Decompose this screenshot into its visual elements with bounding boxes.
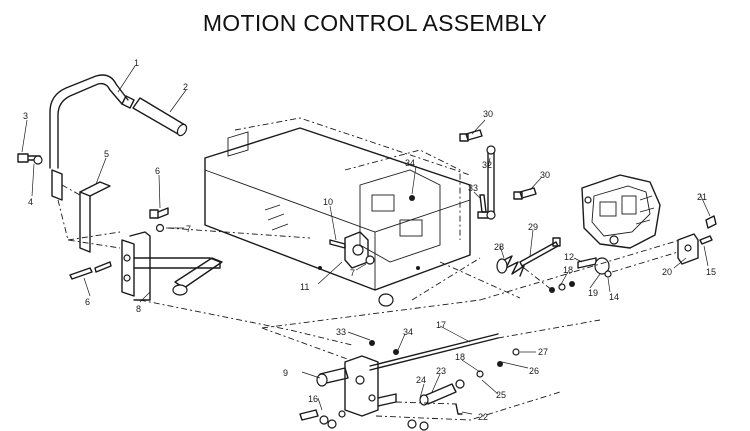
- callout-8: 8: [136, 304, 141, 314]
- callout-7-center: 7: [350, 268, 355, 278]
- callout-28: 28: [494, 242, 504, 252]
- callout-16: 16: [308, 394, 318, 404]
- callout-3: 3: [23, 111, 28, 121]
- callout-26: 26: [529, 366, 539, 376]
- bushing: [378, 293, 394, 307]
- lower-pivot-plate: [316, 355, 397, 417]
- callout-34-upper: 34: [405, 158, 415, 168]
- callout-10: 10: [323, 197, 333, 207]
- callout-18-lower: 18: [455, 352, 465, 362]
- gas-spring: [486, 145, 496, 220]
- callout-25: 25: [496, 390, 506, 400]
- callout-12: 12: [564, 252, 574, 262]
- callout-17: 17: [436, 320, 446, 330]
- bolt: [17, 153, 43, 165]
- callout-30-right: 30: [540, 170, 550, 180]
- nut: [409, 195, 415, 201]
- callout-4: 4: [28, 197, 33, 207]
- callout-21: 21: [697, 192, 707, 202]
- callout-24: 24: [416, 375, 426, 385]
- pivot-plate: [329, 231, 375, 269]
- callout-33-upper: 33: [468, 183, 478, 193]
- turnbuckle: [419, 348, 520, 415]
- nut: [369, 340, 375, 346]
- bolt: [519, 237, 561, 267]
- control-arm: [121, 231, 223, 301]
- handle-grip: [132, 97, 188, 137]
- bolt: [513, 187, 537, 200]
- callout-6-lower: 6: [85, 297, 90, 307]
- callout-33-lower: 33: [336, 327, 346, 337]
- callout-14: 14: [609, 292, 619, 302]
- control-handle: [49, 74, 135, 169]
- callout-11: 11: [300, 282, 309, 292]
- callout-1: 1: [134, 58, 139, 68]
- callout-27: 27: [538, 347, 548, 357]
- callout-29: 29: [528, 222, 538, 232]
- bolt: [459, 129, 483, 142]
- callout-9: 9: [283, 368, 288, 378]
- callout-20: 20: [662, 267, 672, 277]
- callout-19: 19: [588, 288, 598, 298]
- callout-2: 2: [183, 82, 188, 92]
- leader-lines: [21, 65, 711, 415]
- callout-30-upper: 30: [483, 109, 493, 119]
- callout-6-upper: 6: [155, 166, 160, 176]
- nut: [393, 349, 399, 355]
- bolt: [299, 409, 429, 431]
- callout-7-left: 7: [186, 224, 191, 234]
- callout-18-right: 18: [563, 265, 573, 275]
- callout-34-lower: 34: [403, 327, 413, 337]
- callout-32: 32: [482, 160, 492, 170]
- callout-15: 15: [706, 267, 716, 277]
- callout-22: 22: [478, 412, 488, 422]
- mounting-bracket: [677, 215, 717, 265]
- callout-labels: 1 2 3 4 5 6 6 7 7 8 9 10 11 12 14 15 16 …: [23, 58, 716, 422]
- transmission: [581, 174, 661, 249]
- control-rod: [369, 333, 499, 371]
- callout-23: 23: [436, 366, 446, 376]
- bolt: [69, 261, 112, 280]
- frame-housing: [204, 117, 471, 307]
- spring: [496, 255, 525, 277]
- bolt: [149, 207, 169, 219]
- nut: [155, 223, 165, 233]
- callout-5: 5: [104, 149, 109, 159]
- alignment-lines: [57, 199, 681, 421]
- diagram-title: MOTION CONTROL ASSEMBLY: [202, 10, 548, 36]
- handle-mount-bracket: [51, 169, 111, 253]
